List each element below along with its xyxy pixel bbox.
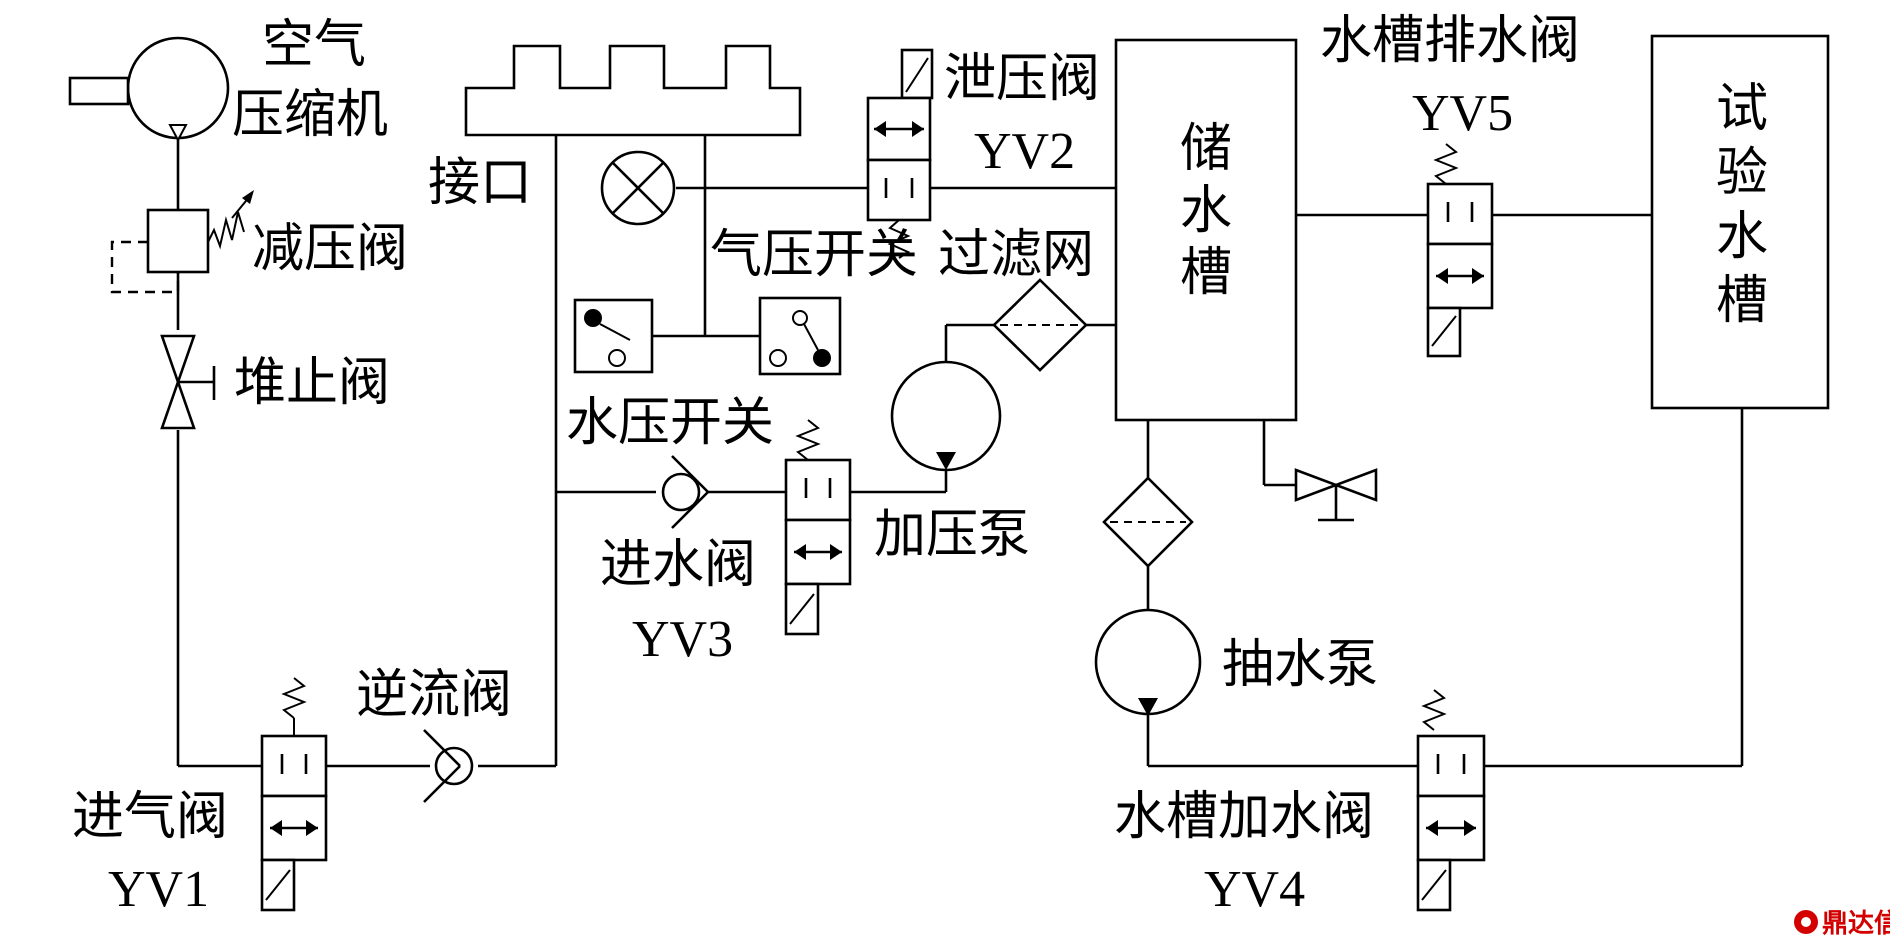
check-valve-air: [423, 729, 474, 803]
air-compressor-label-line2: 压缩机: [232, 85, 388, 145]
air-pressure-switch-label: 气压开关: [710, 225, 918, 285]
inlet-air-valve-code: YV1: [108, 861, 209, 918]
test-tank-label-1: 试: [1716, 79, 1768, 139]
pressure-relief-valve-label: 泄压阀: [944, 49, 1100, 109]
interface-label: 接口: [428, 153, 532, 213]
suction-pump-label: 抽水泵: [1222, 635, 1378, 695]
tank-fill-valve-label: 水槽加水阀: [1114, 787, 1374, 847]
tank-drain-valve-code: YV5: [1412, 85, 1513, 142]
interface-manifold: [464, 44, 802, 137]
water-pressure-switch-label: 水压开关: [566, 393, 774, 453]
test-tank-label-2: 验: [1716, 143, 1768, 203]
storage-tank-label-1: 储: [1180, 119, 1232, 179]
pressure-reducing-valve-label: 减压阀: [252, 219, 408, 279]
booster-pump-label: 加压泵: [874, 505, 1030, 565]
tank-drain-valve-yv5: [1426, 143, 1494, 358]
watermark-text: 鼎达信: [1822, 909, 1890, 939]
tank-fill-valve-code: YV4: [1204, 861, 1305, 918]
water-pressure-switch: [573, 298, 654, 374]
stop-valve-label: 堆止阀: [234, 353, 390, 413]
watermark-logo: 鼎达信: [1794, 909, 1890, 939]
pressure-gauge: [600, 150, 676, 226]
water-inlet-valve-code: YV3: [632, 611, 733, 668]
suction-pump: [1094, 608, 1202, 716]
filter-bottom: [1102, 476, 1194, 568]
pressure-reducing-valve: [110, 190, 254, 294]
check-valve-water: [661, 455, 709, 529]
filter-top: [992, 278, 1088, 372]
tank-drain-valve-label: 水槽排水阀: [1320, 11, 1580, 71]
filter-label: 过滤网: [938, 225, 1094, 285]
check-valve-label: 逆流阀: [356, 665, 512, 725]
booster-pump: [890, 360, 1002, 472]
pressure-relief-valve-yv2: [866, 48, 934, 259]
inlet-air-valve-yv1: [260, 677, 328, 912]
tank-fill-valve-yv4: [1416, 689, 1486, 912]
test-tank-label-3: 水: [1716, 207, 1768, 267]
drain-outlet: [1294, 468, 1378, 522]
water-inlet-valve-yv3: [784, 419, 852, 636]
test-tank-label-4: 槽: [1716, 271, 1768, 331]
stop-valve: [160, 334, 216, 430]
storage-tank-label-3: 槽: [1180, 243, 1232, 303]
labels: 空气 压缩机 减压阀 堆止阀 进气阀 YV1 逆流阀 接口 泄压阀 YV2 气压…: [72, 11, 1768, 918]
water-inlet-valve-label: 进水阀: [600, 535, 756, 595]
air-compressor: [68, 36, 230, 143]
inlet-air-valve-label: 进气阀: [72, 787, 228, 847]
air-pressure-switch: [758, 296, 842, 376]
test-tank: [1650, 34, 1830, 410]
pressure-relief-valve-code: YV2: [974, 123, 1075, 180]
air-compressor-label-line1: 空气: [262, 15, 366, 75]
storage-tank-label-2: 水: [1180, 181, 1232, 241]
storage-tank: [1114, 38, 1298, 422]
